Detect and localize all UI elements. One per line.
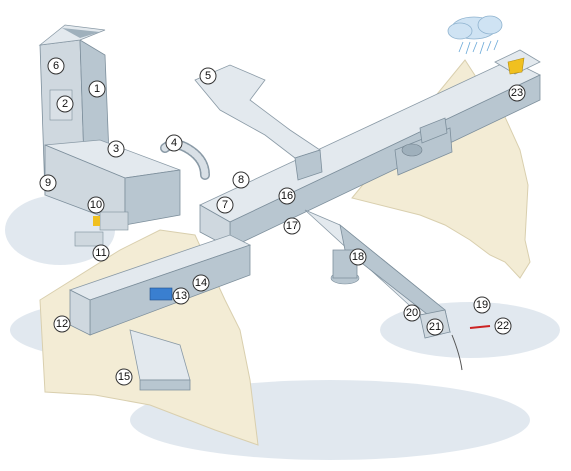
callout-labels: 1 2 3 4 5 6 7 8 9 10 11 12 13 14 15 16 1… xyxy=(39,57,526,386)
callout-12: 12 xyxy=(53,315,71,333)
svg-text:15: 15 xyxy=(118,371,130,383)
rain-cloud-icon xyxy=(447,15,503,55)
callout-8: 8 xyxy=(232,171,250,189)
svg-text:6: 6 xyxy=(53,60,59,72)
svg-text:9: 9 xyxy=(45,177,51,189)
right-branch-duct xyxy=(304,209,451,339)
callout-5: 5 xyxy=(199,67,217,85)
svg-text:18: 18 xyxy=(352,251,364,263)
callout-17: 17 xyxy=(283,217,301,235)
svg-text:13: 13 xyxy=(175,290,187,302)
svg-text:12: 12 xyxy=(56,318,68,330)
callout-15: 15 xyxy=(115,368,133,386)
svg-text:3: 3 xyxy=(113,143,119,155)
callout-6: 6 xyxy=(47,57,65,75)
upper-s-duct xyxy=(194,64,323,181)
svg-text:17: 17 xyxy=(286,220,298,232)
wall-grilles xyxy=(74,211,129,247)
svg-text:2: 2 xyxy=(62,98,68,110)
callout-16: 16 xyxy=(278,187,296,205)
callout-9: 9 xyxy=(39,174,57,192)
svg-text:22: 22 xyxy=(497,320,509,332)
callout-23: 23 xyxy=(508,84,526,102)
callout-10: 10 xyxy=(87,196,105,214)
callout-21: 21 xyxy=(426,318,444,336)
svg-text:20: 20 xyxy=(406,307,418,319)
callout-11: 11 xyxy=(92,244,110,262)
callout-19: 19 xyxy=(473,296,491,314)
callout-20: 20 xyxy=(403,304,421,322)
svg-text:19: 19 xyxy=(476,299,488,311)
callout-7: 7 xyxy=(216,196,234,214)
svg-text:10: 10 xyxy=(90,199,102,211)
callout-14: 14 xyxy=(192,274,210,292)
svg-text:5: 5 xyxy=(205,70,211,82)
callout-2: 2 xyxy=(56,95,74,113)
svg-text:23: 23 xyxy=(511,87,523,99)
svg-text:14: 14 xyxy=(195,277,207,289)
callout-18: 18 xyxy=(349,248,367,266)
probe-cable xyxy=(451,334,463,371)
svg-text:8: 8 xyxy=(238,174,244,186)
callout-4: 4 xyxy=(165,134,183,152)
svg-text:7: 7 xyxy=(222,199,228,211)
svg-text:1: 1 xyxy=(94,83,100,95)
callout-1: 1 xyxy=(88,80,106,98)
callout-13: 13 xyxy=(172,287,190,305)
air-handler-box xyxy=(44,139,181,226)
callout-22: 22 xyxy=(494,317,512,335)
red-probe xyxy=(469,325,491,329)
svg-text:4: 4 xyxy=(171,137,177,149)
filter-panel xyxy=(149,287,173,301)
svg-text:21: 21 xyxy=(429,321,441,333)
sensor-yellow xyxy=(93,216,100,226)
svg-text:11: 11 xyxy=(95,247,106,259)
rooftop-intake xyxy=(494,49,541,75)
svg-text:16: 16 xyxy=(281,190,293,202)
ceiling-diffusers xyxy=(394,117,453,176)
callout-3: 3 xyxy=(107,140,125,158)
